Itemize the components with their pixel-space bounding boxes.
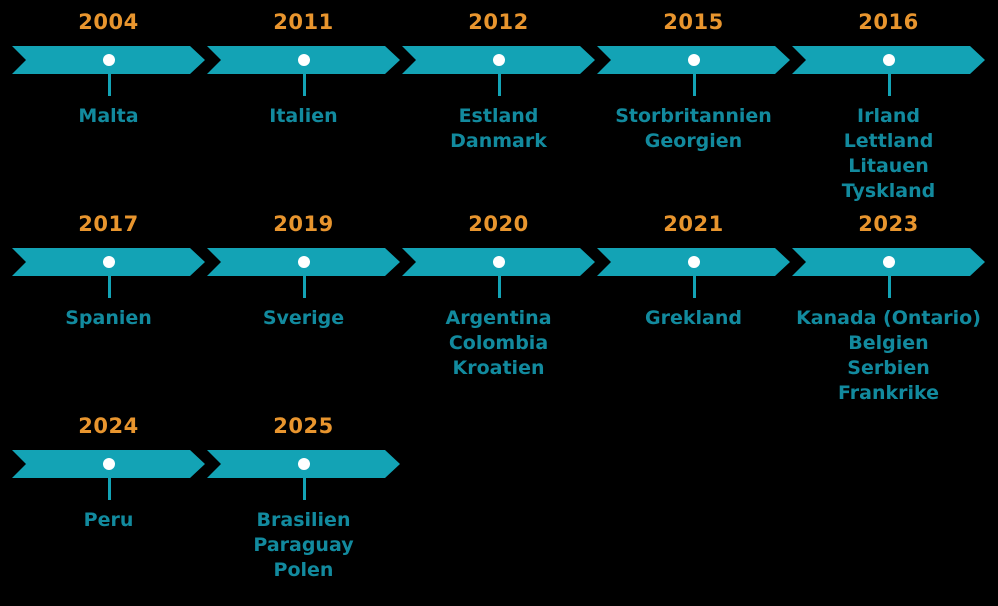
timeline-year-label: 2023 [858,212,919,236]
timeline-country-name: Georgien [644,130,743,152]
timeline-country-list: Italien [191,104,416,129]
timeline-year-label: 2012 [468,10,529,34]
timeline-milestone-dot [492,256,505,268]
timeline-milestone-dot [102,458,115,470]
timeline-country-name: Estland [458,105,539,127]
timeline-country-name: Frankrike [837,382,939,404]
timeline-country-name: Argentina [445,307,552,329]
timeline-milestone-dot [102,54,115,66]
timeline-country-name: Kroatien [452,357,545,379]
timeline-connector-line [302,478,306,500]
timeline-country-name: Polen [273,559,334,581]
timeline-country-name: Tyskland [841,180,936,202]
timeline-connector-line [107,478,111,500]
timeline-connector-line [302,276,306,298]
timeline-milestone-dot [102,256,115,268]
timeline-country-name: Malta [78,105,139,127]
timeline-country-list: Peru [0,508,221,533]
timeline-country-list: Grekland [581,306,806,331]
timeline-year-label: 2017 [78,212,139,236]
timeline-connector-line [497,276,501,298]
timeline-connector-line [107,276,111,298]
timeline-connector-line [887,276,891,298]
timeline-milestone-dot [687,54,700,66]
timeline-milestone-dot [687,256,700,268]
timeline-connector-line [107,74,111,96]
timeline-year-label: 2020 [468,212,529,236]
timeline-connector-line [887,74,891,96]
timeline-connector-line [302,74,306,96]
timeline-year-label: 2011 [273,10,334,34]
timeline-country-list: Spanien [0,306,221,331]
timeline-connector-line [497,74,501,96]
timeline-country-name: Irland [857,105,920,127]
timeline-milestone-dot [297,54,310,66]
timeline-year-label: 2015 [663,10,724,34]
timeline-country-name: Sverige [262,307,345,329]
timeline-country-name: Grekland [645,307,742,329]
timeline-connector-line [692,74,696,96]
timeline-country-name: Kanada (Ontario) [796,307,981,329]
timeline-year-label: 2019 [273,212,334,236]
timeline-country-name: Spanien [65,307,152,329]
timeline-country-name: Belgien [848,332,929,354]
timeline-country-name: Colombia [448,332,549,354]
timeline-country-name: Paraguay [253,534,354,556]
timeline-connector-line [692,276,696,298]
timeline-country-name: Italien [269,105,338,127]
timeline-year-label: 2004 [78,10,139,34]
timeline-country-list: Sverige [191,306,416,331]
timeline-year-label: 2024 [78,414,139,438]
timeline-year-label: 2016 [858,10,919,34]
timeline-year-label: 2021 [663,212,724,236]
timeline-milestone-dot [297,458,310,470]
timeline-country-name: Danmark [450,130,547,152]
timeline-country-name: Lettland [843,130,934,152]
timeline-milestone-dot [882,256,895,268]
timeline-country-name: Brasilien [256,509,351,531]
timeline-milestone-dot [297,256,310,268]
timeline-country-name: Litauen [848,155,929,177]
timeline-country-name: Serbien [847,357,930,379]
timeline-year-label: 2025 [273,414,334,438]
timeline-country-name: Peru [83,509,134,531]
timeline-milestone-dot [492,54,505,66]
timeline-milestone-dot [882,54,895,66]
timeline-country-list: Malta [0,104,221,129]
timeline-country-name: Storbritannien [615,105,772,127]
